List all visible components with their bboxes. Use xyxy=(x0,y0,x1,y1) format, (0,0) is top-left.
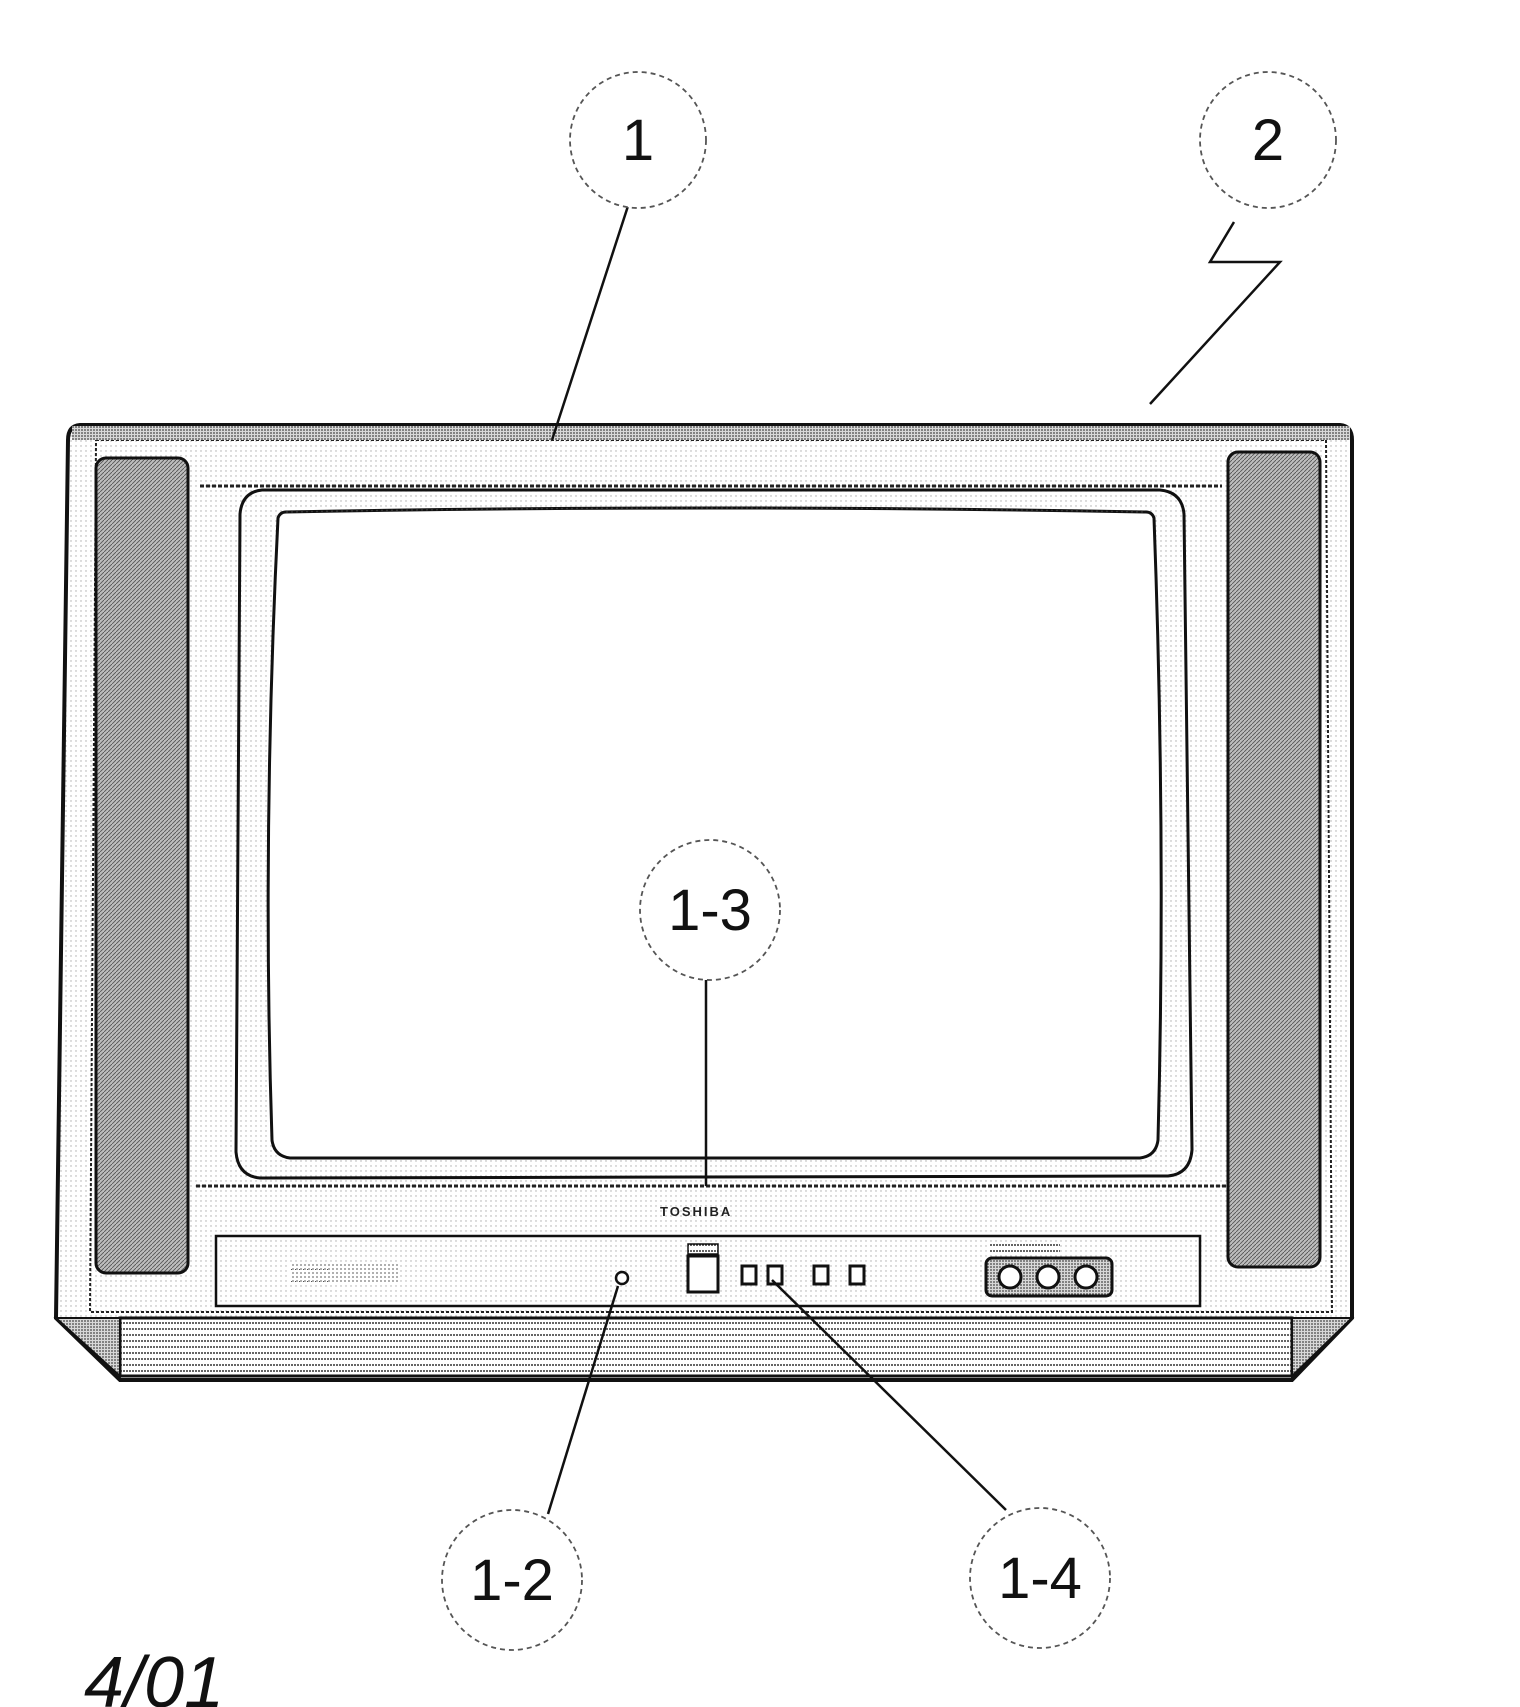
control-panel: ·········· ·········· xyxy=(214,1234,1202,1308)
svg-text:1-3: 1-3 xyxy=(668,878,752,943)
left-speaker-grille xyxy=(94,456,190,1275)
date-mark: 4/01 xyxy=(84,1643,224,1707)
led-indicator xyxy=(614,1270,630,1286)
callout-1-2: 1-2 xyxy=(441,1509,583,1651)
callout-2: 2 xyxy=(1199,71,1337,209)
svg-text:2: 2 xyxy=(1252,108,1284,173)
svg-text:1: 1 xyxy=(622,108,654,173)
right-speaker-grille xyxy=(1226,450,1322,1269)
power-switch xyxy=(686,1254,720,1294)
brand-logo: TOSHIBA xyxy=(660,1204,732,1219)
av-jacks xyxy=(984,1244,1114,1298)
callout-1-3: 1-3 xyxy=(639,839,781,981)
leader-lines xyxy=(546,205,1283,1515)
svg-text:··········: ·········· xyxy=(290,1264,330,1274)
callout-1: 1 xyxy=(569,71,707,209)
svg-text:1-2: 1-2 xyxy=(470,1548,554,1613)
front-buttons xyxy=(740,1264,866,1286)
crt-screen xyxy=(266,506,1163,1160)
svg-text:1-4: 1-4 xyxy=(998,1546,1082,1611)
cabinet-base xyxy=(53,1316,1355,1379)
svg-text:··········: ·········· xyxy=(290,1276,330,1286)
callout-1-4: 1-4 xyxy=(969,1507,1111,1649)
